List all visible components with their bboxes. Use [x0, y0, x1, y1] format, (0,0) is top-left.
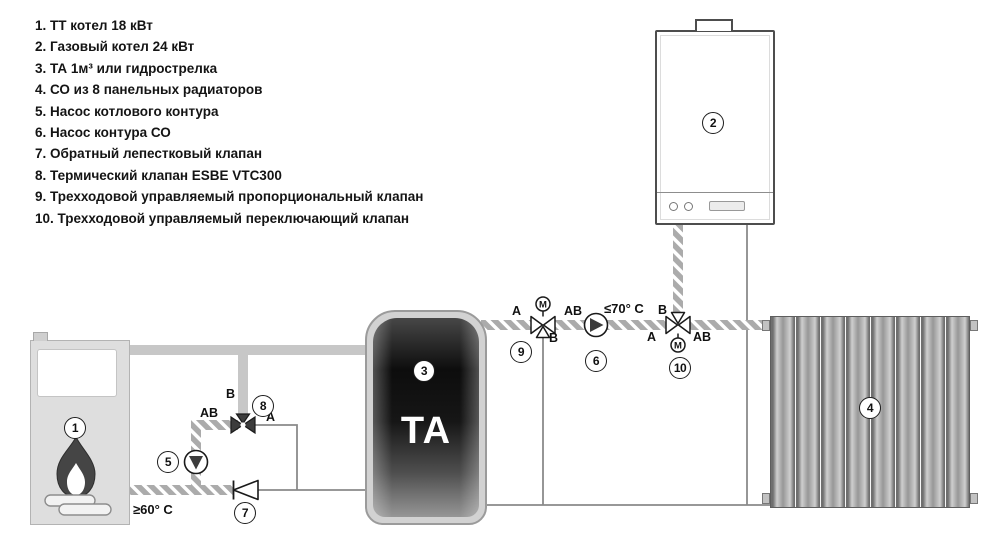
- valve8-port-ab-label: AB: [200, 406, 219, 420]
- flame-inner-icon: [67, 463, 85, 495]
- check-valve-7-symbol: [232, 479, 259, 501]
- gas-boiler: [655, 19, 775, 225]
- marker-3-tank: 3: [413, 360, 435, 382]
- tt-boiler-front-panel: [37, 349, 117, 397]
- valve9-port-a-label: A: [512, 304, 522, 318]
- legend-item-1: 1. ТТ котел 18 кВт: [35, 18, 153, 33]
- valve8-center-dot: [240, 422, 246, 428]
- valve8-right-cone: [241, 415, 256, 435]
- valve9-right-cone: [542, 315, 556, 335]
- pump-5-symbol: [183, 449, 209, 475]
- marker-6-co-pump: 6: [585, 350, 607, 372]
- marker-5-boiler-pump: 5: [157, 451, 179, 473]
- valve10-motor-icon: [670, 337, 686, 353]
- legend-item-7: 7. Обратный лепестковый клапан: [35, 146, 262, 162]
- valve8-left-cone: [230, 415, 245, 435]
- proportional-valve-9-symbol: M: [530, 296, 556, 339]
- legend-item-6: 6. Насос контура СО: [35, 125, 171, 141]
- valve10-motor-label: M: [674, 341, 682, 352]
- pump-6-impeller-icon: [590, 318, 604, 332]
- legend-item-4: 4. СО из 8 панельных радиаторов: [35, 82, 263, 98]
- storage-tank-body: [373, 318, 479, 517]
- valve8-port-a-label: A: [266, 410, 276, 424]
- flame-logs-icon: [44, 435, 112, 516]
- valve10-port-ab-label: AB: [693, 330, 712, 344]
- valve8-a-bypass-line: [255, 424, 298, 490]
- marker-8-thermic-valve: 8: [252, 395, 274, 417]
- solid-supply-pipes: [124, 345, 377, 416]
- marker-9-proportional-valve: 9: [510, 341, 532, 363]
- valve9-motor-icon: [535, 296, 551, 312]
- valve10-left-cone: [665, 315, 679, 335]
- gas-boiler-knob: [684, 202, 693, 211]
- gas-boiler-knob: [669, 202, 678, 211]
- valve9-bottom-cone: [535, 325, 551, 339]
- valve10-right-cone: [677, 315, 691, 335]
- valve9-motor-label: M: [539, 300, 547, 311]
- valve9-left-cone: [530, 315, 544, 335]
- storage-tank: [365, 310, 487, 525]
- marker-7-check-valve: 7: [234, 502, 256, 524]
- legend: 1. ТТ котел 18 кВт 2. Газовый котел 24 к…: [35, 15, 423, 229]
- valve8-top-cone: [235, 413, 251, 425]
- marker-2-gas-boiler: 2: [702, 112, 724, 134]
- thermic-valve-8-symbol: [230, 413, 256, 435]
- radiator-port-stub: [762, 320, 770, 331]
- tt-boiler-fire: [43, 435, 113, 524]
- valve9-port-b-label: B: [549, 331, 559, 345]
- tank-label: ТА: [400, 410, 452, 452]
- pump-6-symbol: [583, 312, 609, 338]
- legend-item-5: 5. Насос котлового контура: [35, 103, 219, 119]
- supply-temp-label: ≤70° C: [604, 301, 644, 316]
- valve10-top-cone: [670, 311, 686, 325]
- legend-item-8: 8. Термический клапан ESBE VTC300: [35, 167, 282, 183]
- valve10-port-a-label: A: [647, 330, 657, 344]
- switching-valve-10-symbol: M: [665, 311, 691, 353]
- valve8-port-b-label: B: [226, 387, 236, 401]
- return-temp-label: ≥60° C: [133, 502, 173, 517]
- pump-5-impeller-icon: [189, 456, 203, 470]
- legend-item-2: 2. Газовый котел 24 кВт: [35, 39, 195, 55]
- legend-item-3: 3. ТА 1м³ или гидрострелка: [35, 60, 218, 76]
- marker-10-switching-valve: 10: [669, 357, 691, 379]
- marker-1-tt-boiler: 1: [64, 417, 86, 439]
- tt-boiler-flue-stub: [33, 332, 48, 341]
- legend-item-9: 9. Трехходовой управляемый пропорциональ…: [35, 189, 424, 205]
- radiator-port-stub: [970, 493, 978, 504]
- log-icon: [58, 503, 112, 516]
- gas-boiler-casing-line: [660, 35, 770, 220]
- valve9-port-ab-label: AB: [564, 304, 583, 318]
- valve10-port-b-label: B: [658, 303, 668, 317]
- gas-boiler-control-divider: [657, 192, 773, 193]
- marker-4-radiators: 4: [859, 397, 881, 419]
- radiator-port-stub: [762, 493, 770, 504]
- radiator-port-stub: [970, 320, 978, 331]
- gas-boiler-display: [709, 201, 745, 211]
- gas-boiler-flue: [695, 19, 733, 31]
- check-valve-cone: [232, 479, 259, 501]
- legend-item-10: 10. Трехходовой управляемый переключающи…: [35, 210, 410, 226]
- hatched-pipes: [120, 222, 775, 495]
- return-lines: [255, 222, 775, 506]
